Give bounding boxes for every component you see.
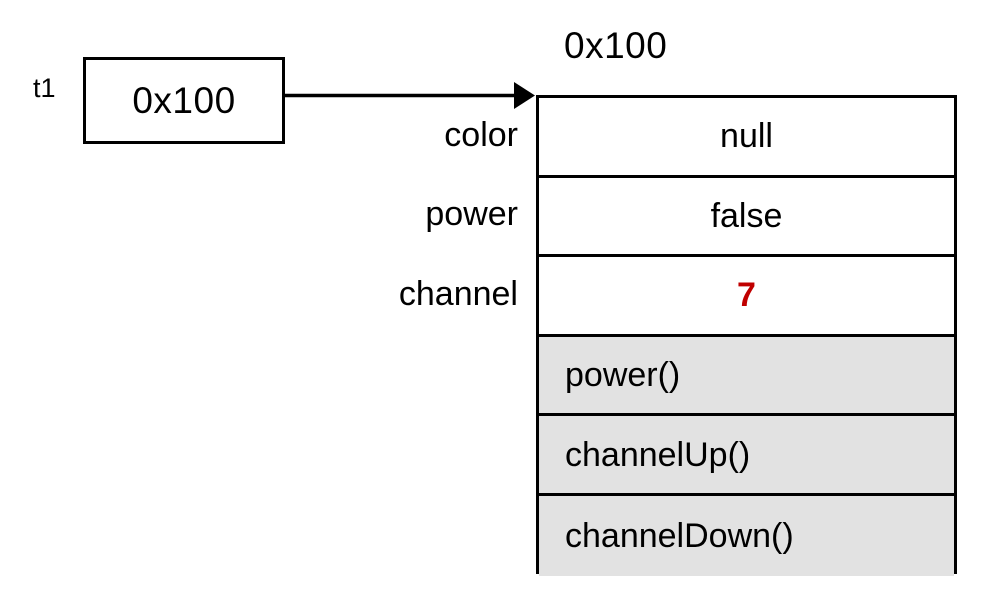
method-row-channel-down: channelDown() xyxy=(539,495,954,576)
field-label-channel: channel xyxy=(398,274,518,313)
object-box: null false 7 power() channelUp() channel… xyxy=(536,95,957,576)
field-value-power: false xyxy=(710,196,783,235)
method-row-power: power() xyxy=(539,336,954,417)
arrow-right-icon xyxy=(283,82,535,109)
field-row-power: false xyxy=(539,177,954,258)
field-row-channel: 7 xyxy=(539,257,954,337)
variable-value: 0x100 xyxy=(132,79,236,121)
field-label-power: power xyxy=(425,195,518,234)
method-row-channel-up: channelUp() xyxy=(539,416,954,496)
method-signature-channel-up: channelUp() xyxy=(565,435,751,474)
field-row-color: null xyxy=(539,98,954,178)
pointer-arrow xyxy=(283,78,535,114)
field-label-color: color xyxy=(444,115,518,154)
method-signature-power: power() xyxy=(565,356,681,395)
object-address-label: 0x100 xyxy=(564,25,668,66)
variable-name-label: t1 xyxy=(33,73,56,103)
field-value-color: null xyxy=(720,117,773,156)
method-signature-channel-down: channelDown() xyxy=(565,516,794,555)
variable-box: 0x100 xyxy=(83,57,285,144)
field-value-channel: 7 xyxy=(737,276,756,315)
field-label-column: color power channel xyxy=(240,95,518,334)
